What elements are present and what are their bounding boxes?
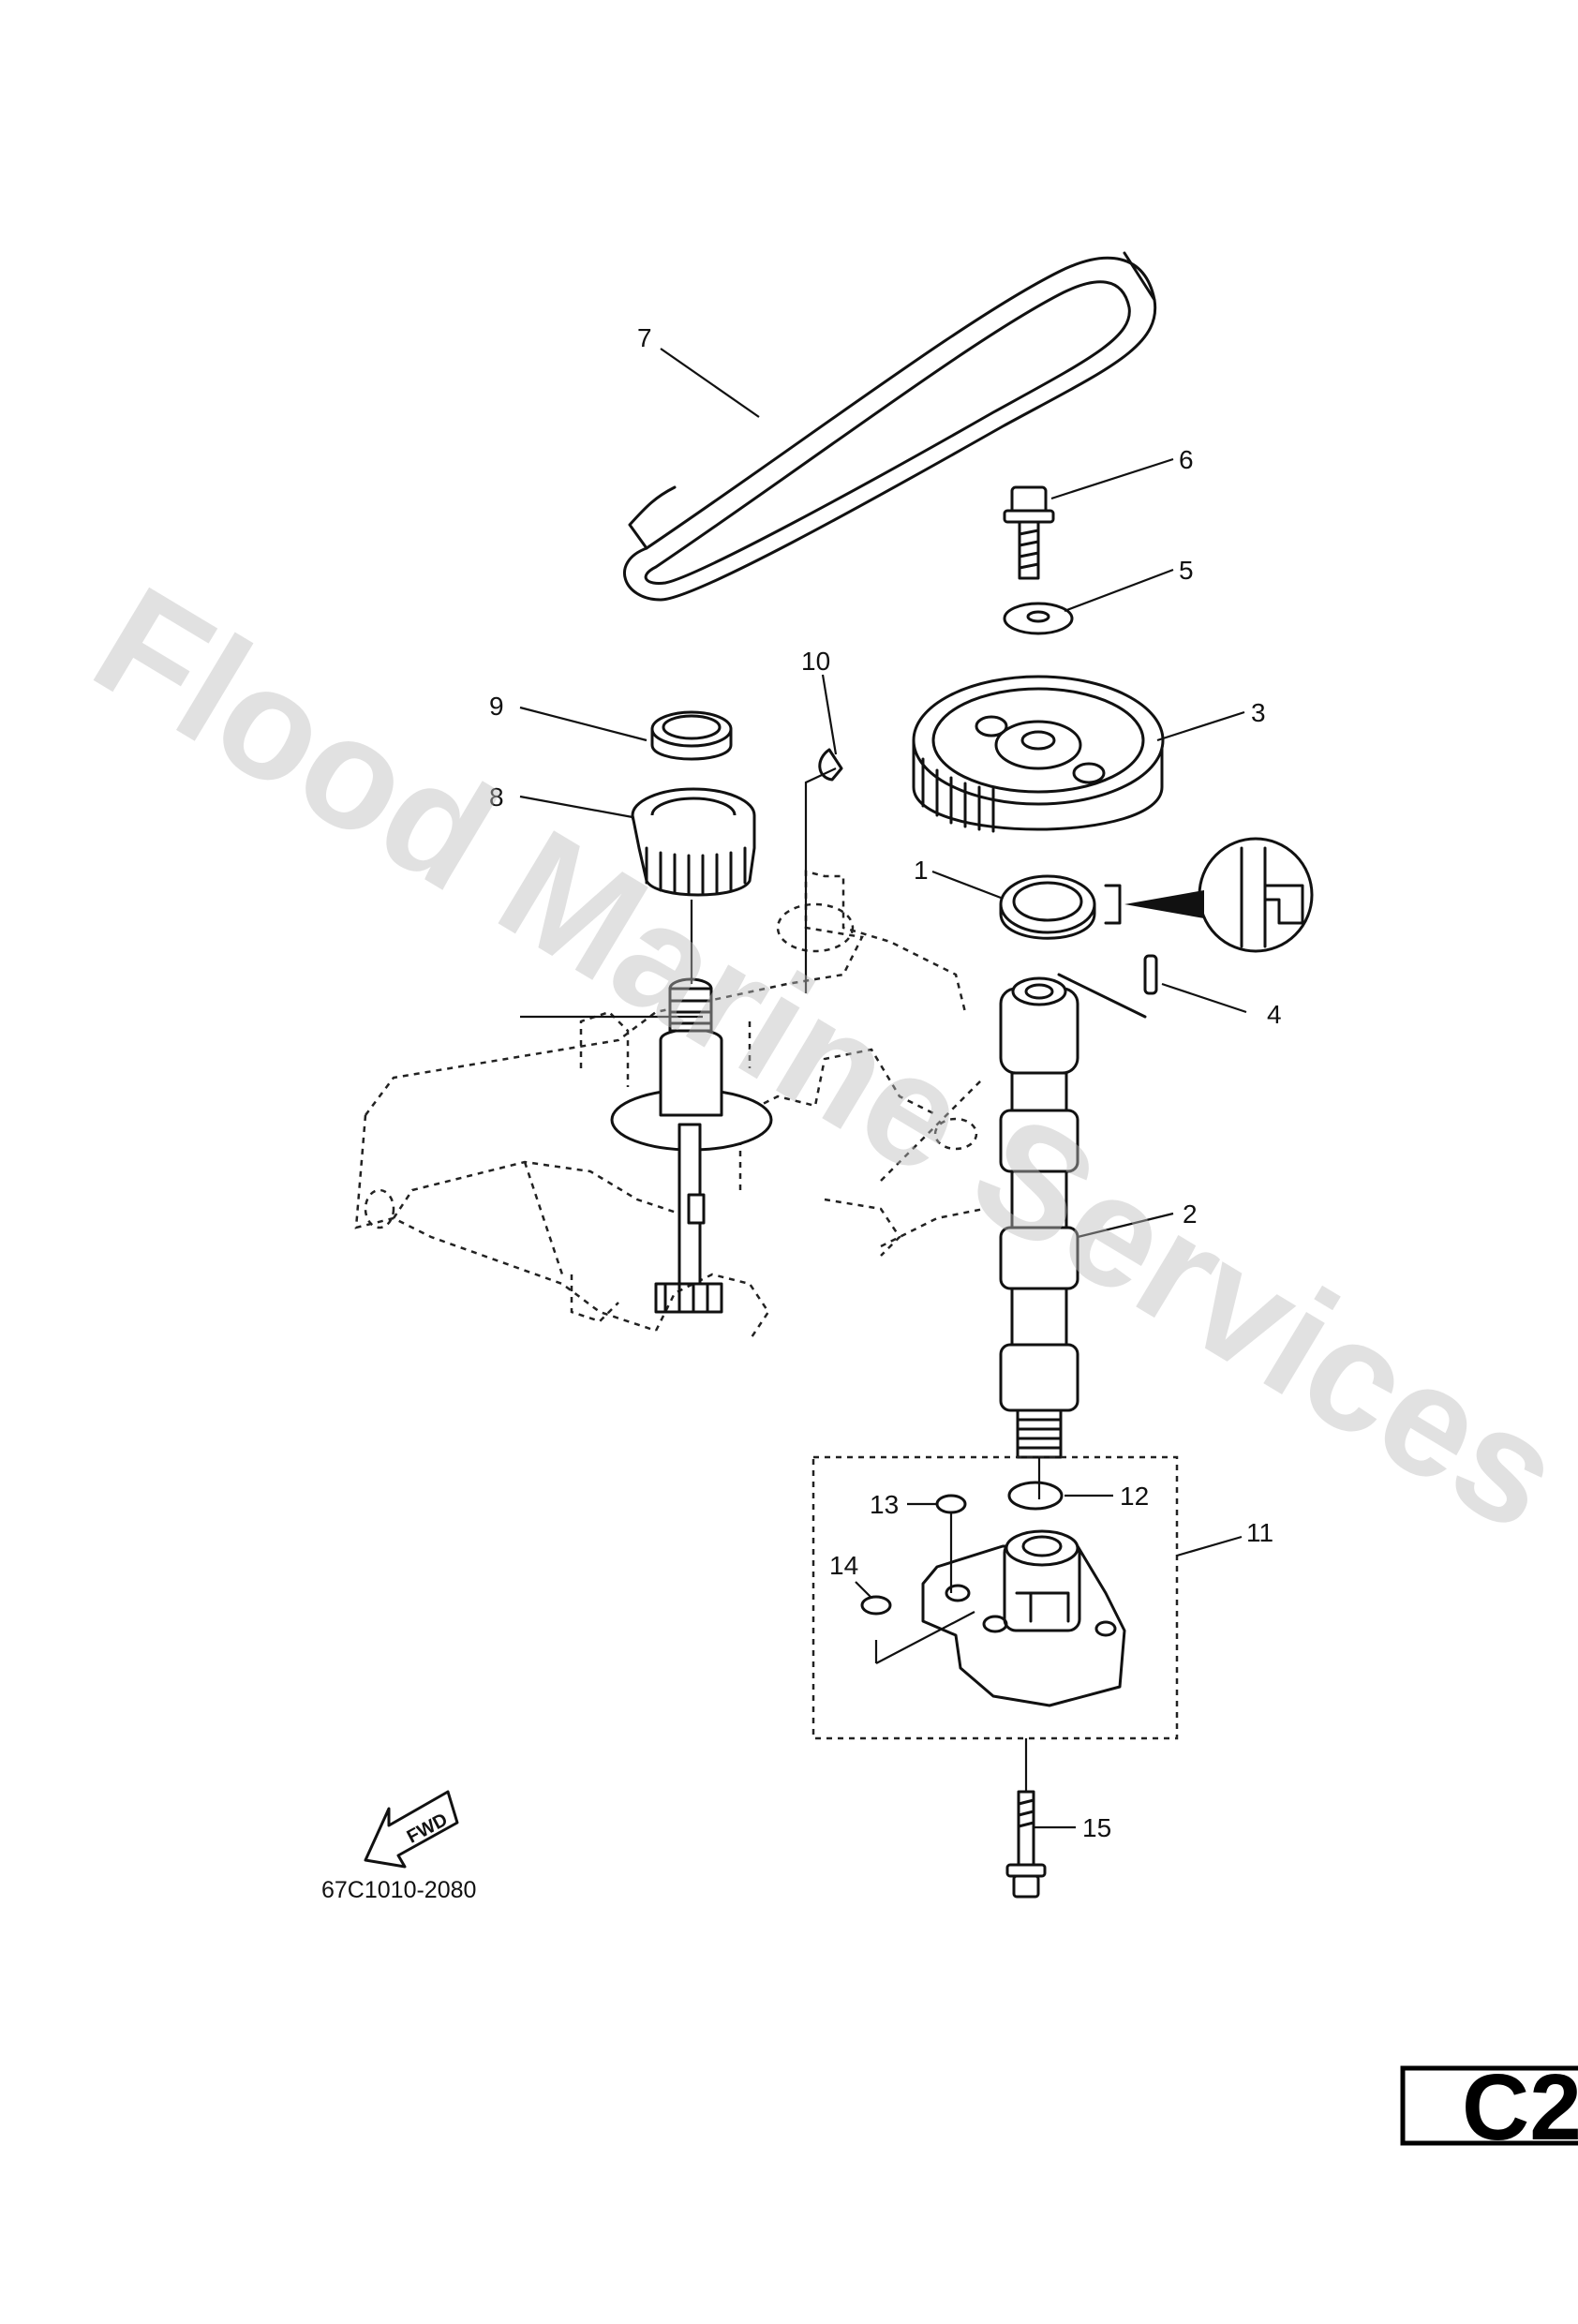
- camshaft: [999, 973, 1147, 1459]
- timing-belt: [622, 251, 1157, 602]
- bolt-15: [1005, 1790, 1047, 1899]
- callout-11: 11: [1246, 1518, 1273, 1547]
- diagram-code: 67C1010-2080: [321, 1877, 476, 1903]
- dowel-pin-4: [1143, 954, 1158, 995]
- callout-7: 7: [637, 323, 652, 352]
- camshaft-pulley: [912, 675, 1165, 833]
- callout-labels: 7 6 5 10 9 3 8 1 4 2 12 13 11 14 15: [489, 323, 1282, 1842]
- callout-14: 14: [829, 1551, 858, 1580]
- callout-2: 2: [1183, 1199, 1198, 1229]
- callout-3: 3: [1251, 698, 1266, 727]
- fwd-arrow-icon: FWD: [364, 1790, 459, 1869]
- callout-4: 4: [1267, 1000, 1282, 1029]
- callout-5: 5: [1179, 556, 1194, 585]
- callout-1: 1: [914, 856, 929, 885]
- callout-13: 13: [870, 1490, 899, 1519]
- crankshaft-end: [610, 977, 773, 1314]
- washer-5: [1003, 602, 1074, 635]
- oil-seal-1: [999, 874, 1096, 940]
- cylinder-block-outline: [354, 870, 985, 1341]
- seal-detail-inset: [1104, 837, 1314, 953]
- callout-12: 12: [1120, 1482, 1149, 1511]
- oil-seal-9: [650, 710, 733, 761]
- callout-9: 9: [489, 692, 504, 721]
- page-tag-box: C2: [1400, 2055, 1578, 2160]
- collar-8: [631, 787, 756, 897]
- watermark-text: Flood Marine Services: [67, 553, 1578, 1565]
- woodruff-key-10: [818, 748, 843, 782]
- callout-15: 15: [1082, 1813, 1111, 1842]
- bolt-6: [1003, 485, 1055, 580]
- page-tag: C2: [1462, 2055, 1578, 2160]
- leader-lines: [519, 348, 1247, 1829]
- callout-10: 10: [801, 647, 830, 676]
- oil-pump-assembly: [811, 1455, 1179, 1740]
- callout-6: 6: [1179, 445, 1194, 474]
- callout-8: 8: [489, 782, 504, 812]
